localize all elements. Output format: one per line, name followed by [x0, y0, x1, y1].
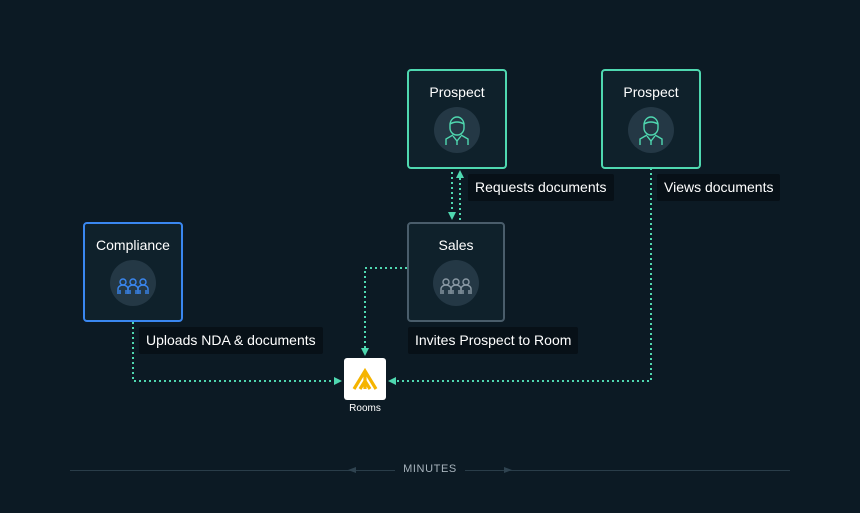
prospect-node-left: Prospect — [407, 69, 507, 169]
sales-node: Sales — [407, 222, 505, 322]
rooms-label: Rooms — [349, 403, 381, 414]
step-label-upload: Uploads NDA & documents — [139, 327, 323, 354]
connector-prospect-rooms — [388, 168, 652, 385]
connector-compliance-rooms — [132, 322, 342, 385]
step-label-invite: Invites Prospect to Room — [408, 327, 579, 354]
prospect-title: Prospect — [429, 84, 485, 100]
person-icon — [434, 107, 480, 153]
timeline-label: MINUTES — [395, 463, 465, 475]
group-icon — [433, 260, 479, 306]
sales-title: Sales — [438, 237, 474, 253]
person-icon — [628, 107, 674, 153]
step-label-request: Requests documents — [468, 174, 614, 201]
group-icon — [110, 260, 156, 306]
connector-sales-rooms — [361, 267, 407, 356]
prospect-node-right: Prospect — [601, 69, 701, 169]
step-label-view: Views documents — [657, 174, 781, 201]
rooms-logo-icon — [344, 358, 386, 400]
compliance-node: Compliance — [83, 222, 183, 322]
compliance-title: Compliance — [96, 237, 170, 253]
prospect-title: Prospect — [623, 84, 679, 100]
